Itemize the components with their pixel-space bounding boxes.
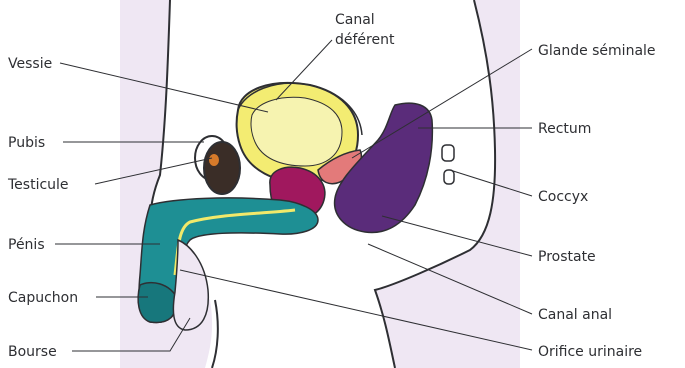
label-prostate: Prostate bbox=[538, 249, 596, 265]
label-penis: Pénis bbox=[8, 237, 45, 253]
testicle bbox=[204, 142, 240, 194]
labels: Canal déférent Vessie Glande séminale Pu… bbox=[7, 12, 656, 360]
label-bourse: Bourse bbox=[8, 344, 57, 360]
label-canal-deferent-line2: déférent bbox=[335, 32, 395, 48]
label-orifice-urinaire: Orifice urinaire bbox=[538, 344, 642, 360]
label-coccyx: Coccyx bbox=[538, 189, 588, 205]
label-capuchon: Capuchon bbox=[8, 290, 78, 306]
label-rectum: Rectum bbox=[538, 121, 591, 137]
label-testicule: Testicule bbox=[7, 177, 69, 193]
label-canal-deferent-line1: Canal bbox=[335, 12, 375, 28]
label-pubis: Pubis bbox=[8, 135, 45, 151]
scrotum bbox=[173, 240, 208, 330]
coccyx bbox=[442, 145, 454, 184]
label-vessie: Vessie bbox=[8, 56, 52, 72]
label-canal-anal: Canal anal bbox=[538, 307, 612, 323]
label-glande-seminale: Glande séminale bbox=[538, 43, 656, 59]
